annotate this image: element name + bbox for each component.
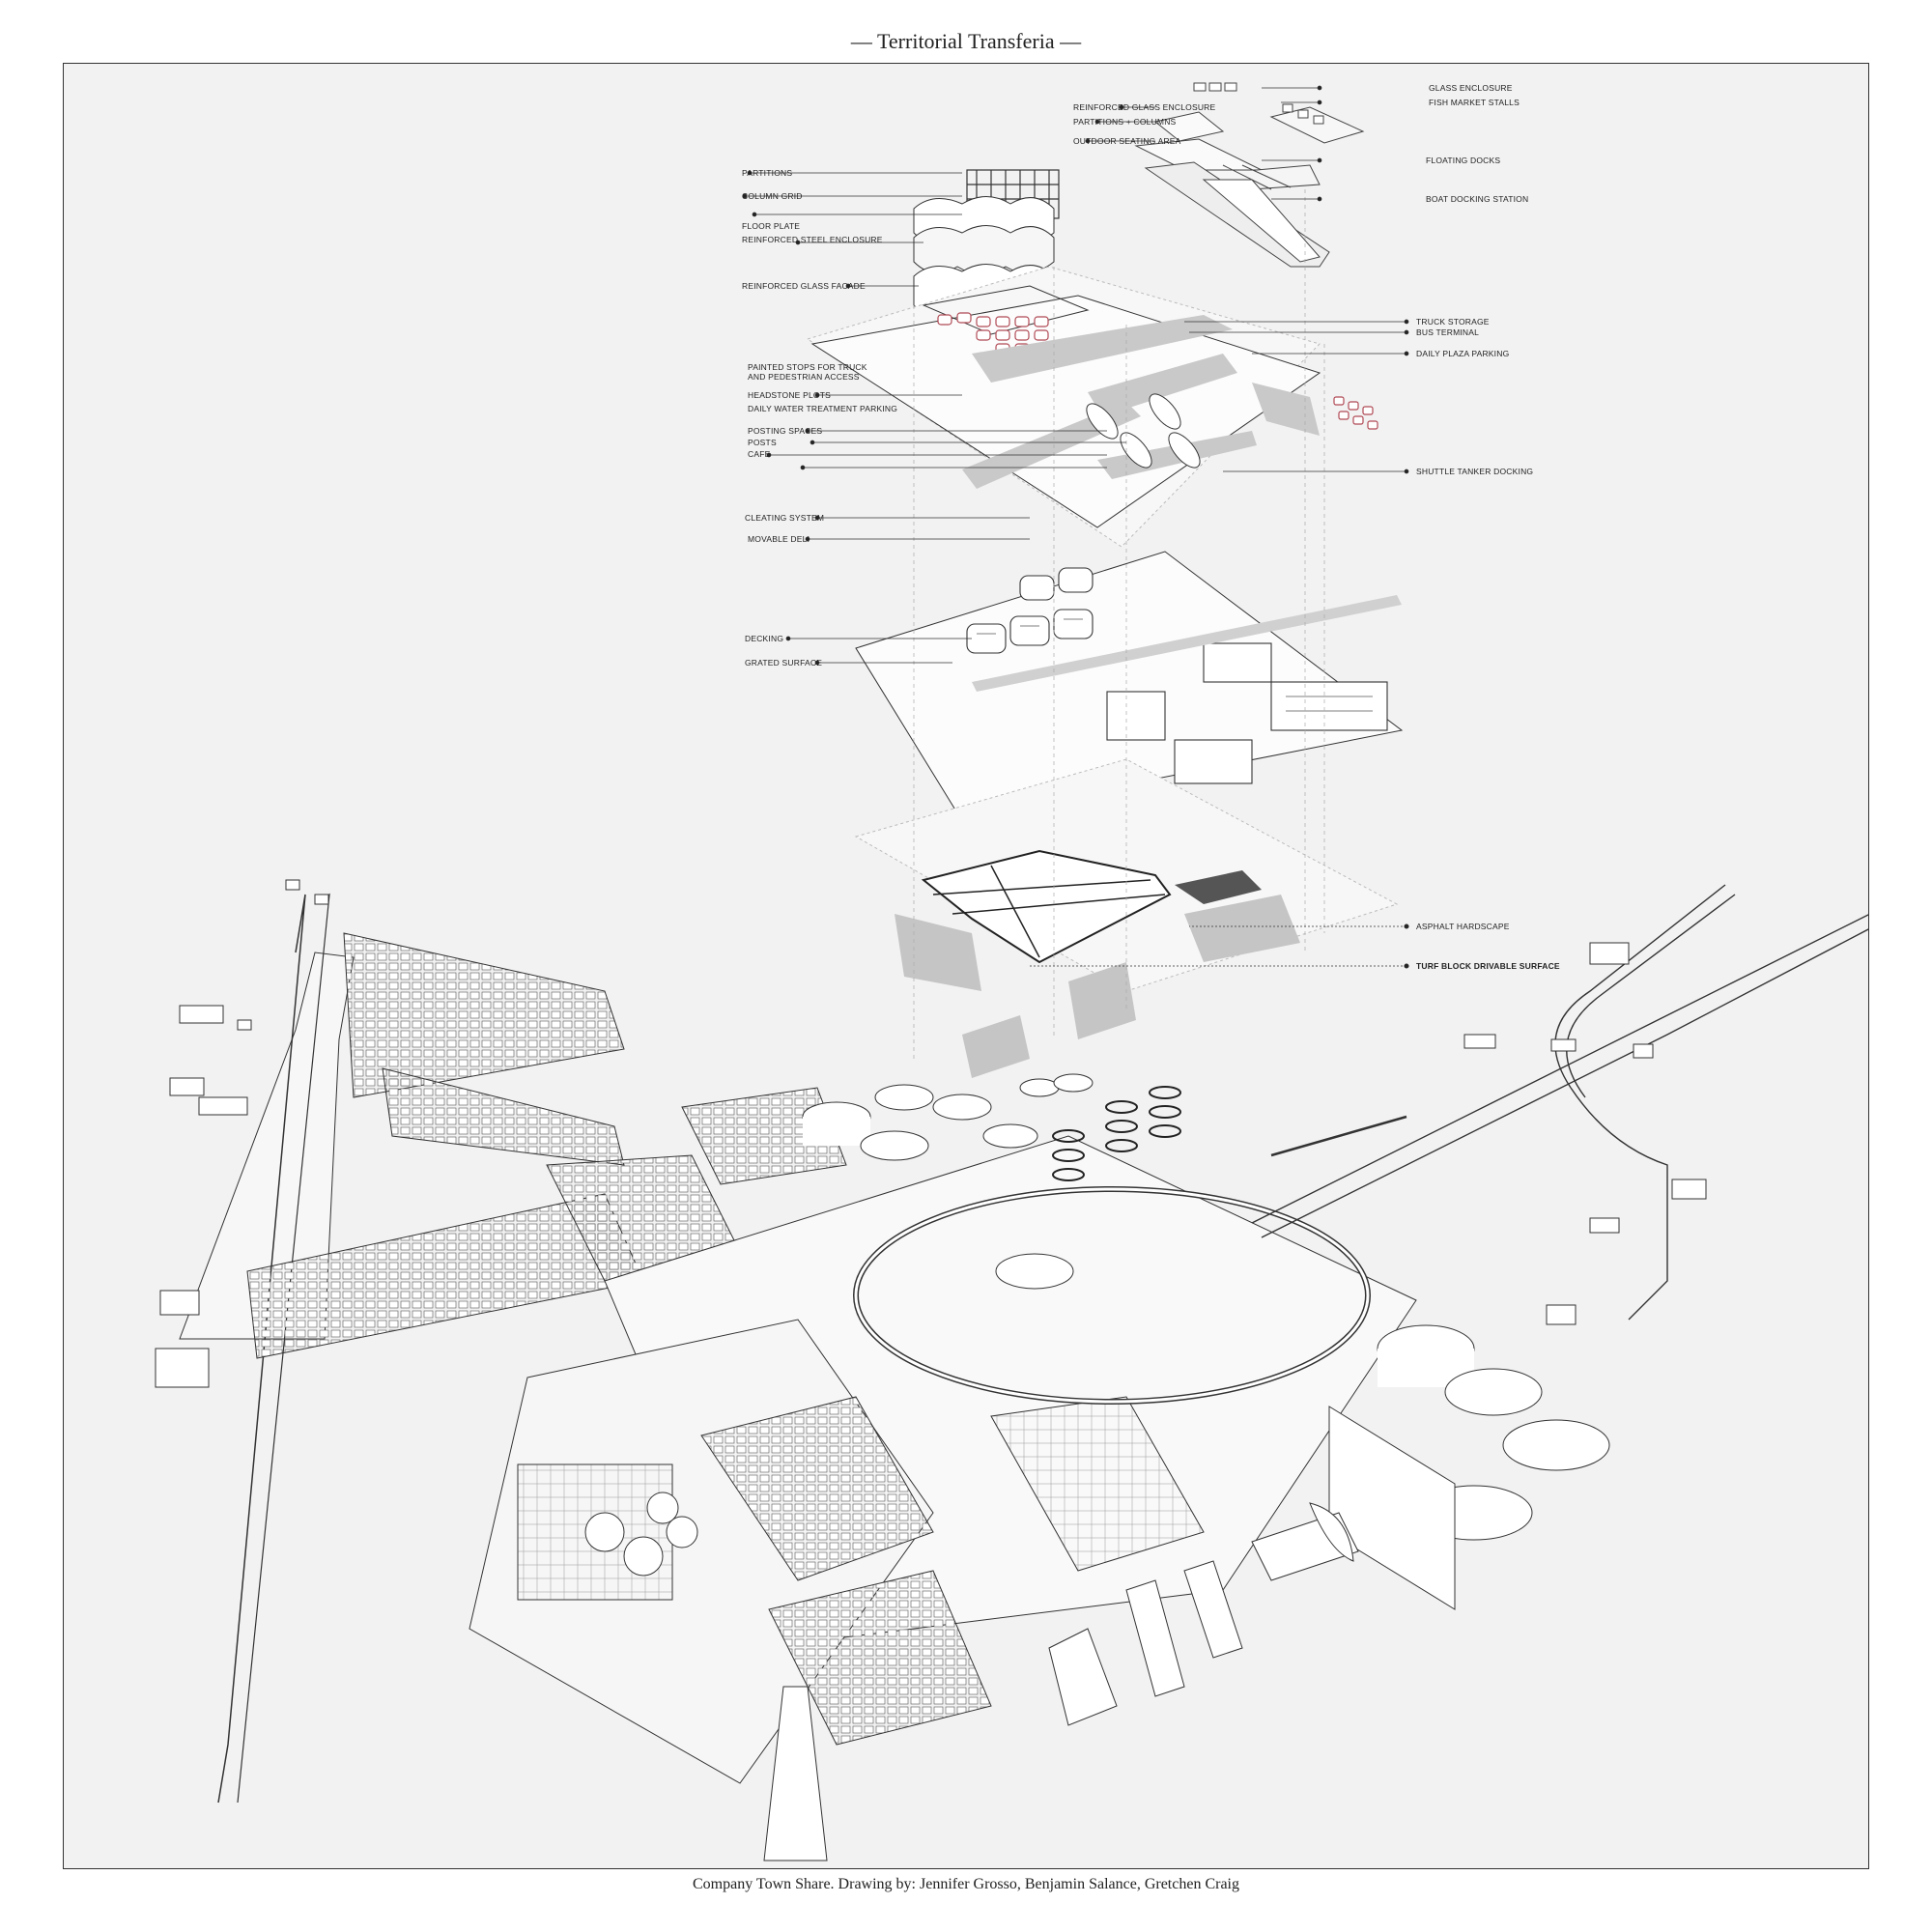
label-glass-enclosure: GLASS ENCLOSURE [1429,83,1513,93]
label-daily-water-treatment-parking: DAILY WATER TREATMENT PARKING [748,404,897,413]
label-floating-docks: FLOATING DOCKS [1426,156,1500,165]
dock-exploded-components [1134,82,1365,268]
label-cafe: CAFE [748,449,771,459]
axonometric-drawing: GLASS ENCLOSURE FISH MARKET STALLS REINF… [155,82,1868,1861]
label-shuttle-tanker-docking: SHUTTLE TANKER DOCKING [1416,467,1533,476]
drawing-frame: GLASS ENCLOSURE FISH MARKET STALLS REINF… [63,63,1869,1869]
label-grated-surface: GRATED SURFACE [745,658,822,668]
label-column-grid: COLUMN GRID [742,191,803,201]
label-posting-spaces: POSTING SPACES [748,426,822,436]
label-posts: POSTS [748,438,777,447]
drawing-caption: Company Town Share. Drawing by: Jennifer… [692,1876,1239,1892]
label-fish-market-stalls: FISH MARKET STALLS [1429,98,1520,107]
label-reinforced-glass-facade: REINFORCED GLASS FACADE [742,281,866,291]
label-movable-deli: MOVABLE DELI [748,534,810,544]
label-bus-terminal: BUS TERMINAL [1416,327,1479,337]
label-painted-stops-2: AND PEDESTRIAN ACCESS [748,372,860,382]
leader-lines [742,85,1409,969]
label-partitions: PARTITIONS [742,168,792,178]
label-turf-block-drivable-surface: TURF BLOCK DRIVABLE SURFACE [1416,961,1560,971]
component-labels: GLASS ENCLOSURE FISH MARKET STALLS REINF… [742,83,1560,971]
label-partitions-columns: PARTITIONS + COLUMNS [1073,117,1177,127]
label-floor-plate: FLOOR PLATE [742,221,800,231]
label-outdoor-seating-area: OUTDOOR SEATING AREA [1073,136,1181,146]
main-site [469,1073,1610,1861]
decking-layer [855,551,1404,838]
label-painted-stops-1: PAINTED STOPS FOR TRUCK [748,362,867,372]
label-headstone-plots: HEADSTONE PLOTS [748,390,831,400]
drawing-title: — Territorial Transferia — [850,29,1082,53]
highway [1251,884,1868,1321]
plaza-layer [806,266,1378,548]
label-reinforced-glass-enclosure: REINFORCED GLASS ENCLOSURE [1073,102,1215,112]
label-daily-plaza-parking: DAILY PLAZA PARKING [1416,349,1509,358]
site-axonometric [155,879,1868,1861]
label-decking: DECKING [745,634,783,643]
label-asphalt-hardscape: ASPHALT HARDSCAPE [1416,922,1510,931]
label-boat-docking-station: BOAT DOCKING STATION [1426,194,1528,204]
label-truck-storage: TRUCK STORAGE [1416,317,1490,327]
label-reinforced-steel-enclosure: REINFORCED STEEL ENCLOSURE [742,235,883,244]
outlying-buildings [1463,942,1707,1325]
label-cleating-system: CLEATING SYSTEM [745,513,824,523]
